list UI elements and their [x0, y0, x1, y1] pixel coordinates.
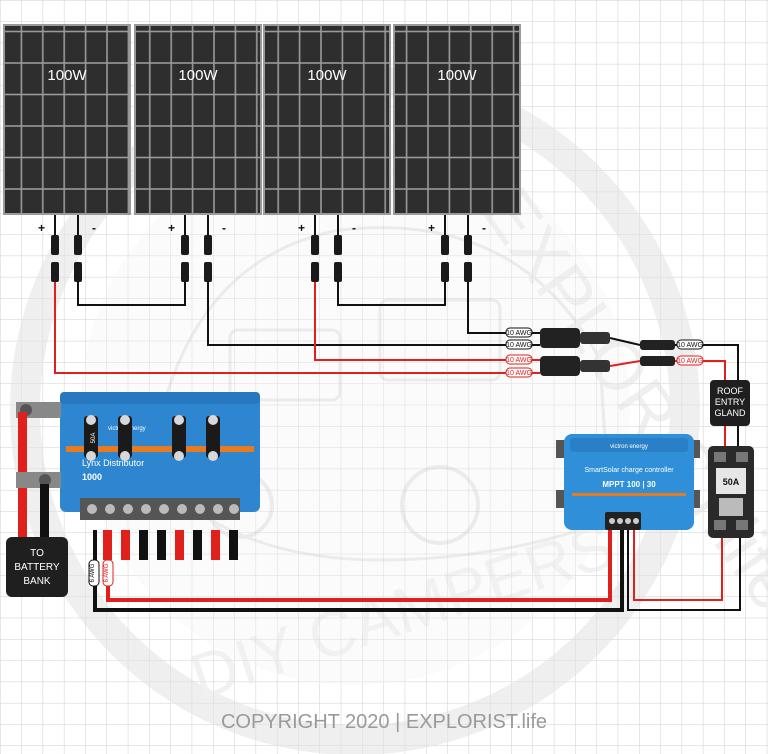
copyright-text: COPYRIGHT 2020 | EXPLORIST.life — [221, 711, 547, 733]
svg-text:TO: TO — [30, 548, 44, 559]
battery-gauge-labels: 6 AWG 6 AWG — [88, 559, 114, 587]
string-wires — [54, 282, 540, 374]
gauge-label: 10 AWG — [677, 342, 703, 349]
gland-to-breaker-wires — [724, 426, 739, 447]
panel-label: 100W — [307, 67, 347, 84]
svg-text:BATTERY: BATTERY — [14, 562, 60, 573]
branch-connectors — [540, 328, 675, 376]
gauge-label: 6 AWG — [90, 563, 96, 582]
polarity-marks: + - + - + - + - — [38, 221, 486, 235]
gauge-label: 10 AWG — [506, 330, 532, 337]
svg-text:-: - — [222, 221, 226, 235]
mppt-charge-controller: victron energy SmartSolar charge control… — [556, 434, 700, 530]
battery-cables — [16, 402, 61, 540]
wire-gauge-labels: 10 AWG 10 AWG 10 AWG 10 AWG 10 AWG 10 AW… — [505, 327, 704, 378]
solar-panel-1: 100W — [3, 24, 131, 215]
mppt-brand: victron energy — [610, 444, 648, 450]
solar-panel-4: 100W — [393, 24, 521, 215]
lynx-distributor: victron energy Lynx Distributor 1000 50A — [60, 392, 260, 520]
svg-text:+: + — [168, 221, 175, 235]
svg-text:+: + — [38, 221, 45, 235]
panel-label: 100W — [178, 67, 218, 84]
svg-text:+: + — [428, 221, 435, 235]
svg-text:ENTRY: ENTRY — [715, 397, 745, 407]
svg-text:-: - — [92, 221, 96, 235]
gauge-label: 10 AWG — [506, 357, 532, 364]
mppt-pv-wires — [627, 530, 741, 611]
breaker-rating: 50A — [723, 477, 740, 487]
roof-entry-gland: ROOF ENTRY GLAND — [710, 380, 750, 426]
mc4-connectors — [51, 235, 472, 282]
panel-label: 100W — [437, 67, 477, 84]
fuse-rating: 50A — [91, 433, 97, 444]
gauge-label: 6 AWG — [104, 563, 110, 582]
series-jumpers — [77, 282, 446, 306]
busbar-name: Lynx Distributor — [82, 458, 144, 468]
panel-leads — [54, 215, 469, 235]
gauge-label: 10 AWG — [506, 370, 532, 377]
mppt-title: SmartSolar charge controller — [584, 467, 674, 474]
gauge-label: 10 AWG — [677, 358, 703, 365]
svg-text:-: - — [352, 221, 356, 235]
solar-panel-3: 100W — [263, 24, 391, 215]
solar-panel-2: 100W — [134, 24, 262, 215]
svg-text:BANK: BANK — [23, 576, 51, 587]
panel-label: 100W — [47, 67, 87, 84]
svg-text:-: - — [482, 221, 486, 235]
busbar-model: 1000 — [82, 472, 102, 482]
circuit-breaker: 50A — [708, 446, 754, 538]
svg-text:GLAND: GLAND — [714, 408, 746, 418]
svg-text:+: + — [298, 221, 305, 235]
busbar-output-stubs — [103, 530, 238, 560]
battery-bank: TO BATTERY BANK — [6, 537, 68, 597]
mppt-model: MPPT 100 | 30 — [602, 480, 656, 489]
gauge-label: 10 AWG — [506, 342, 532, 349]
svg-text:ROOF: ROOF — [717, 386, 744, 396]
